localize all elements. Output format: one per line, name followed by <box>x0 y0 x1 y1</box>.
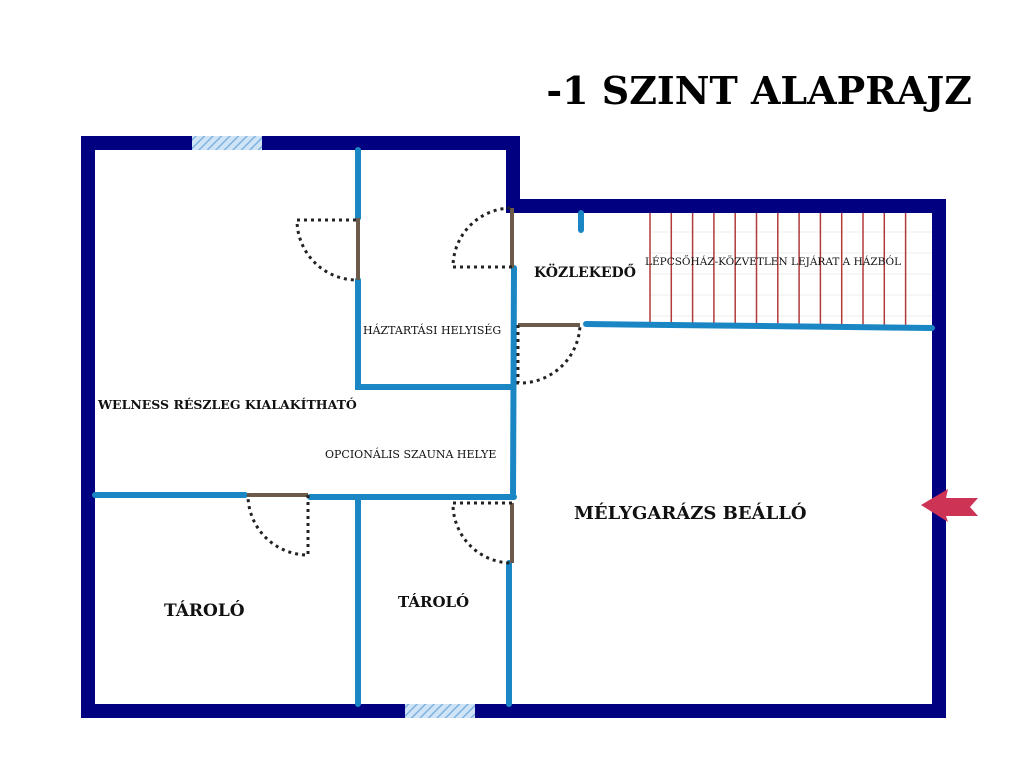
room-label-lepcsohaz: LÉPCSŐHÁZ-KÖZVETLEN LEJÁRAT A HÁZBÓL <box>645 254 901 268</box>
plan-title: -1 SZINT ALAPRAJZ <box>546 68 972 113</box>
room-label-wellness: WELNESS RÉSZLEG KIALAKÍTHATÓ <box>97 396 357 412</box>
room-label-kozlekedo: KÖZLEKEDŐ <box>534 262 636 281</box>
room-label-garazs: MÉLYGARÁZS BEÁLLÓ <box>574 501 807 524</box>
outer-walls <box>81 136 946 718</box>
room-label-haztartasi: HÁZTARTÁSI HELYISÉG <box>363 323 501 337</box>
room-label-tarolo-1: TÁROLÓ <box>164 600 245 621</box>
window-top <box>192 136 262 150</box>
window-bottom <box>405 704 475 718</box>
room-label-tarolo-2: TÁROLÓ <box>398 593 469 611</box>
door-swings <box>246 206 582 565</box>
doors <box>247 208 580 563</box>
entry-arrow-icon <box>921 489 978 522</box>
room-label-szauna: OPCIONÁLIS SZAUNA HELYE <box>325 447 496 461</box>
inner-walls <box>92 147 935 707</box>
staircase <box>649 213 932 325</box>
